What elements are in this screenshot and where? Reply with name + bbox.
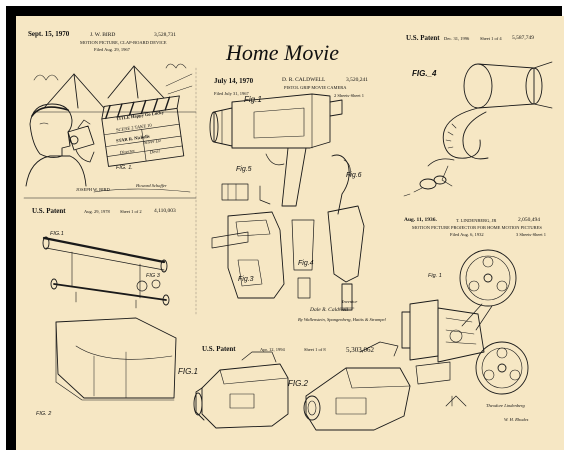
us1978-sheet: Sheet 1 of 2 bbox=[120, 209, 142, 214]
bird-fig-label: FIG. 1. bbox=[116, 165, 133, 171]
patent-drawings bbox=[23, 61, 553, 431]
us1978-fig-1: FIG.1 bbox=[50, 231, 64, 237]
poster-paper: Home Movie Sept. 15, 1970 J. W. BIRD 3,5… bbox=[16, 16, 564, 450]
bird-signature: Howard Schaffer bbox=[136, 183, 167, 188]
caldwell-inventor-label: Inventor bbox=[342, 299, 358, 304]
lindenberg-inventor-signature: Theodore Lindenberg bbox=[486, 403, 525, 408]
caldwell-number: 3,520,241 bbox=[346, 77, 368, 83]
us3-label: U.S. Patent bbox=[406, 34, 440, 42]
bird-date: Sept. 15, 1970 bbox=[28, 30, 70, 38]
us1978-number: 4,110,003 bbox=[154, 208, 176, 214]
caldwell-fig-5: Fig.5 bbox=[236, 166, 252, 173]
film-projector-drawing bbox=[401, 249, 529, 407]
lindenberg-date: Aug. 11, 1936. bbox=[404, 217, 437, 223]
clapboard-drawing bbox=[25, 63, 197, 193]
bird-filed: Filed Aug. 29, 1967 bbox=[94, 47, 130, 52]
us1994-number: 5,303,062 bbox=[346, 346, 374, 354]
us1994-fig-2: FIG.2 bbox=[288, 379, 309, 388]
us1994-date: Apr. 12, 1994 bbox=[260, 347, 285, 352]
bird-inventor: J. W. BIRD bbox=[90, 32, 116, 38]
poster-title: Home Movie bbox=[226, 40, 340, 65]
caldwell-attorney: By Wallenstein, Spangenberg, Hattis & St… bbox=[298, 317, 386, 322]
lindenberg-number: 2,050,494 bbox=[518, 217, 540, 223]
camcorder-drawing bbox=[193, 341, 411, 431]
caldwell-fig-1: Fig.1 bbox=[244, 95, 262, 104]
us1994-sheet: Sheet 1 of 8 bbox=[304, 347, 326, 352]
us3-sheet: Sheet 1 of 4 bbox=[480, 36, 502, 41]
lindenberg-fig-label: Fig. 1 bbox=[428, 273, 442, 279]
us1994-label: U.S. Patent bbox=[202, 345, 236, 353]
us3-date: Dec. 31, 1996 bbox=[444, 36, 470, 41]
us3-fig-label: FIG._4 bbox=[412, 69, 437, 78]
pistol-grip-camera-drawing bbox=[209, 93, 365, 311]
lindenberg-subtitle: MOTION PICTURE PROJECTOR FOR HOME MOTION… bbox=[412, 225, 542, 230]
caldwell-fig-3: Fig.3 bbox=[238, 276, 254, 283]
film-reel-coil-drawing bbox=[403, 61, 553, 197]
caldwell-fig-6: Fig.6 bbox=[346, 172, 362, 179]
lindenberg-filed: Filed Aug. 6, 1932 bbox=[450, 232, 484, 237]
caldwell-filed: Filed July 31, 1967 bbox=[214, 91, 249, 96]
us1978-fig-2: FIG. 2 bbox=[36, 411, 52, 417]
bird-inventor-label: JOSEPH W. BIRD bbox=[76, 187, 110, 192]
bird-subtitle: MOTION PICTURE, CLAP-BOARD DEVICE bbox=[80, 40, 167, 45]
poster-border: Home Movie Sept. 15, 1970 J. W. BIRD 3,5… bbox=[6, 6, 564, 450]
us1978-fig-3: FIG 3 bbox=[146, 273, 160, 279]
lindenberg-attorney-signature: W. H. Rhodes bbox=[504, 417, 529, 422]
us1994-fig-1: FIG.1 bbox=[178, 367, 199, 376]
caldwell-inventor: D. R. CALDWELL bbox=[282, 77, 326, 83]
us1978-date: Aug. 29, 1978 bbox=[84, 209, 110, 214]
us1978-label: U.S. Patent bbox=[32, 207, 66, 215]
projection-screen-drawing bbox=[42, 236, 177, 401]
caldwell-sheets: 2 Sheets-Sheet 1 bbox=[334, 93, 364, 98]
caldwell-fig-4: Fig.4 bbox=[298, 260, 314, 267]
lindenberg-inventor: T. LINDENBERG, JR bbox=[456, 218, 497, 223]
caldwell-inventor-signature: Dale R. Caldwell bbox=[310, 307, 349, 313]
caldwell-date: July 14, 1970 bbox=[214, 77, 254, 85]
bird-number: 3,528,731 bbox=[154, 32, 176, 38]
us3-number: 5,587,749 bbox=[512, 35, 534, 41]
lindenberg-sheets: 3 Sheets-Sheet 1 bbox=[516, 232, 546, 237]
caldwell-subtitle: PISTOL GRIP MOVIE CAMERA bbox=[284, 85, 347, 90]
